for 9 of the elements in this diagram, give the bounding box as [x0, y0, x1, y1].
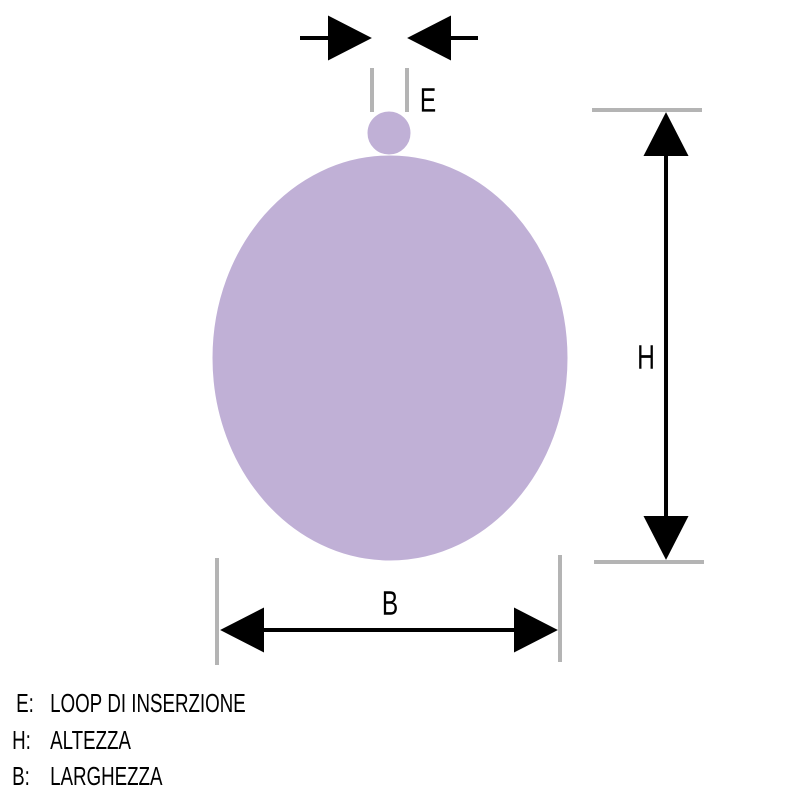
- legend-text: LARGHEZZA: [52, 766, 162, 786]
- dimension-label: B: [384, 591, 397, 615]
- legend-text: LOOP DI INSERZIONE: [52, 694, 245, 712]
- dimension-label: H: [636, 344, 656, 370]
- legend-key: E:: [18, 694, 32, 712]
- legend-key: B:: [14, 767, 28, 785]
- dimension-label: E: [422, 88, 436, 112]
- legend-key: H:: [14, 731, 30, 749]
- legend-text: ALTEZZA: [50, 731, 131, 749]
